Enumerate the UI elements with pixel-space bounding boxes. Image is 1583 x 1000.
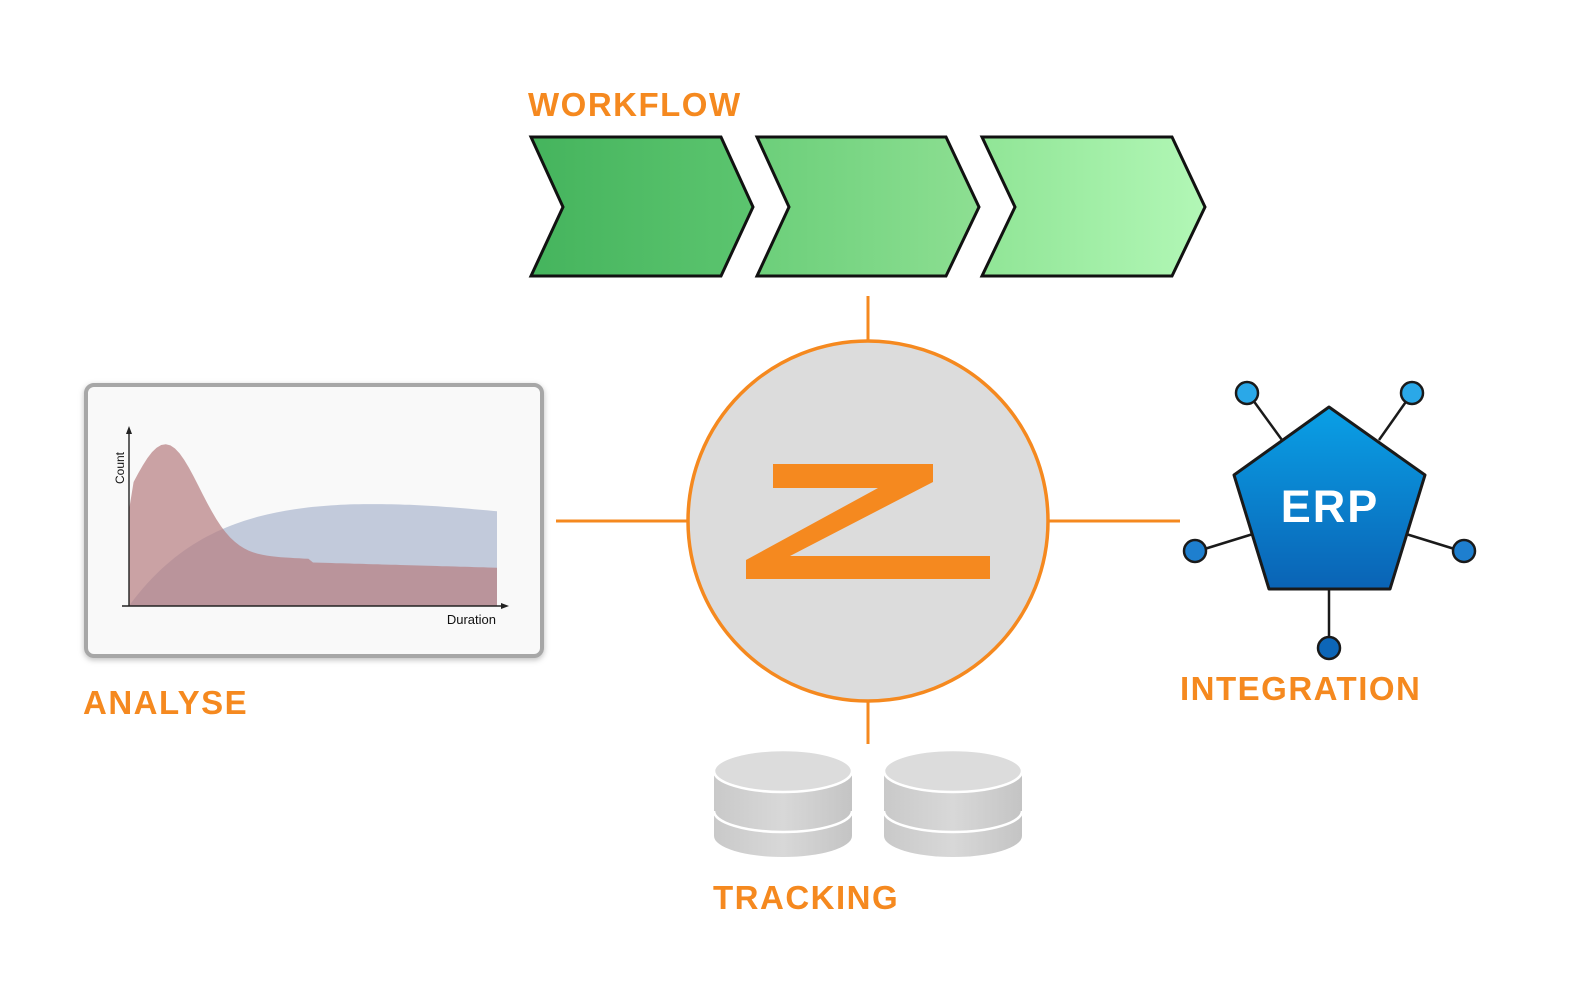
analyse-label: ANALYSE bbox=[83, 684, 249, 721]
chart-y-label: Count bbox=[113, 451, 127, 484]
erp-label: ERP bbox=[1281, 481, 1380, 532]
database-cylinder-icon bbox=[712, 748, 854, 857]
erp-integration: ERP bbox=[1182, 380, 1477, 661]
workflow-chevron-icon bbox=[979, 135, 1207, 278]
erp-link bbox=[1377, 395, 1412, 441]
chart-y-axis-arrow-icon bbox=[126, 426, 132, 434]
chart-series-red-area bbox=[129, 444, 497, 606]
workflow-chevrons bbox=[528, 135, 1207, 278]
erp-node-icon bbox=[1316, 635, 1342, 661]
chart-x-label: Duration bbox=[447, 612, 496, 627]
erp-link bbox=[1197, 532, 1254, 553]
hub bbox=[686, 339, 1050, 703]
chart-x-axis-arrow-icon bbox=[501, 603, 509, 609]
database-cylinder-icon bbox=[882, 748, 1024, 857]
erp-node-icon bbox=[1451, 538, 1477, 564]
workflow-label: WORKFLOW bbox=[528, 86, 742, 123]
tracking-label: TRACKING bbox=[713, 879, 900, 916]
erp-link bbox=[1248, 395, 1284, 441]
erp-node-icon bbox=[1234, 380, 1260, 406]
erp-link bbox=[1405, 532, 1462, 553]
connector-lines bbox=[556, 296, 1180, 744]
workflow-chevron-icon bbox=[528, 135, 755, 278]
erp-node-icon bbox=[1182, 538, 1208, 564]
integration-label: INTEGRATION bbox=[1180, 670, 1422, 707]
tracking-databases bbox=[712, 748, 1024, 857]
hub-circle bbox=[686, 339, 1050, 703]
workflow-chevron-icon bbox=[754, 135, 981, 278]
erp-pentagon-icon bbox=[1232, 405, 1427, 591]
hub-z-logo-icon bbox=[746, 464, 990, 579]
analyse-chart-panel: Duration Count bbox=[84, 383, 544, 658]
erp-node-icon bbox=[1399, 380, 1425, 406]
